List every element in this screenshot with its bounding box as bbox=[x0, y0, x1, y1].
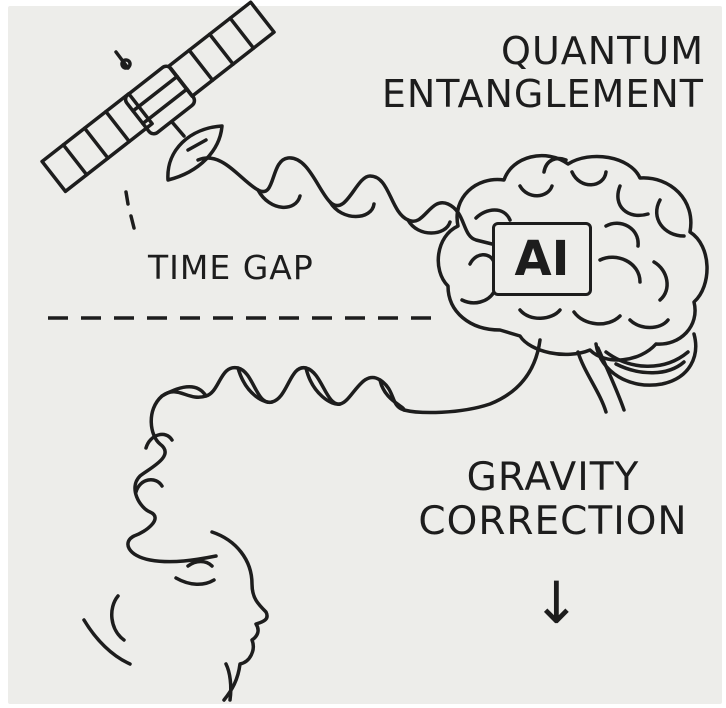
title-line-1: QUANTUM bbox=[501, 29, 704, 73]
human-head-icon bbox=[82, 530, 269, 702]
title-line-2: ENTANGLEMENT bbox=[381, 71, 704, 116]
quantum-entanglement-title: QUANTUM ENTANGLEMENT bbox=[364, 30, 704, 115]
diagram-panel bbox=[8, 6, 722, 704]
gravity-line-1: GRAVITY bbox=[466, 455, 640, 500]
gravity-line-2: CORRECTION bbox=[418, 498, 688, 544]
brain-icon bbox=[436, 154, 709, 414]
down-arrow-icon: ↓ bbox=[532, 569, 581, 637]
satellite-icon bbox=[40, 0, 276, 230]
gravity-correction-label: GRAVITY CORRECTION bbox=[408, 456, 698, 543]
time-gap-label: TIME GAP bbox=[148, 248, 314, 287]
ai-chip-label: AI bbox=[492, 222, 592, 296]
